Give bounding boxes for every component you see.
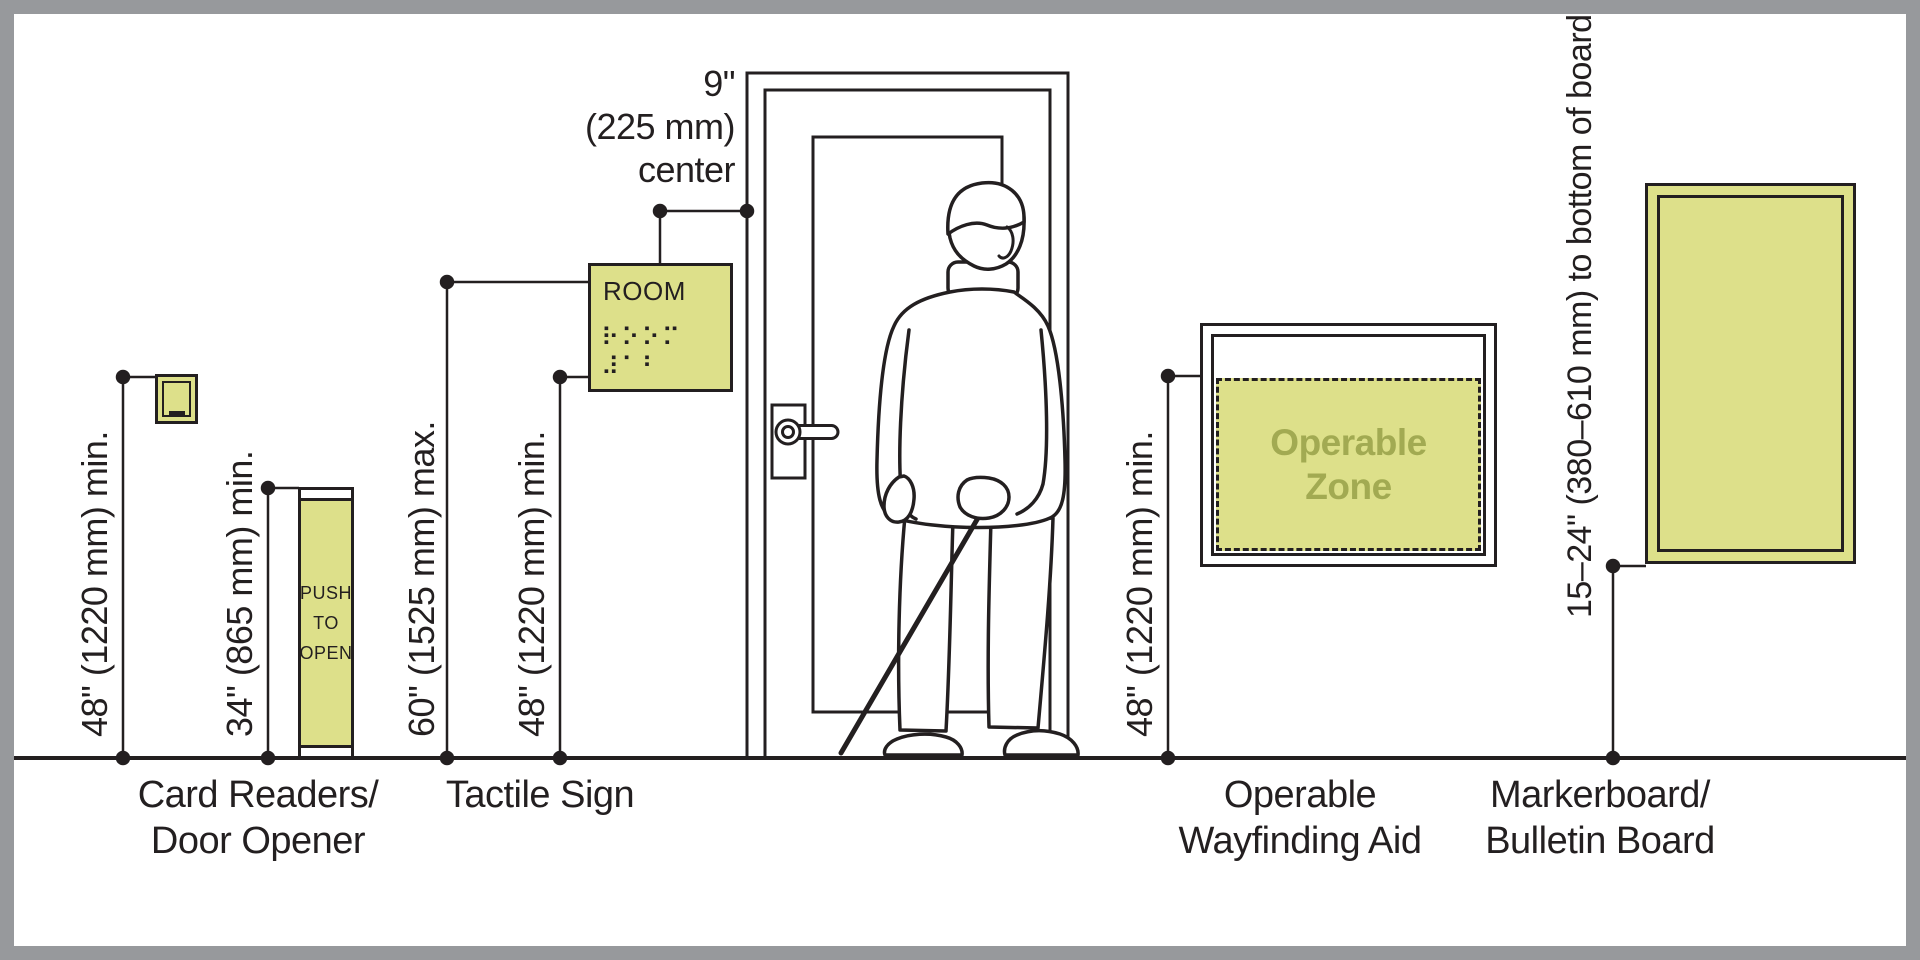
dim-wayfinding-min: 48" (1220 mm) min. (1119, 431, 1160, 737)
operable-zone-label: Operable Zone (1270, 421, 1427, 507)
dim-markerboard-range: 15–24" (380–610 mm) to bottom of board (1561, 14, 1599, 618)
door-opener-label: PUSH TO OPEN (299, 583, 353, 663)
dim-tactile-sign-max: 60" (1525 mm) max. (401, 421, 442, 737)
dimension-lines (115, 203, 1646, 766)
operable-zone: Operable Zone (1216, 378, 1481, 551)
right-shoe (1002, 729, 1080, 757)
tactile-sign: ROOM ⠗⠕⠕⠍ ⠼⠁⠃ (588, 263, 733, 392)
tactile-sign-text: ROOM (603, 276, 686, 306)
label-markerboard: Markerboard/ Bulletin Board (1485, 774, 1715, 862)
door-opener-bollard: PUSH TO OPEN (298, 487, 354, 759)
card-reader-face (162, 381, 191, 417)
person-figure (838, 180, 1080, 757)
label-wayfinding: Operable Wayfinding Aid (1178, 774, 1422, 862)
label-tactile-sign: Tactile Sign (445, 774, 635, 816)
ear (997, 225, 1015, 260)
braille-dots: ⠗⠕⠕⠍ ⠼⠁⠃ (601, 323, 683, 381)
left-hand (882, 474, 916, 524)
wayfinding-aid-screen (1211, 334, 1486, 556)
torso (875, 287, 1067, 530)
hair (946, 180, 1026, 236)
card-slot (168, 411, 185, 415)
right-sleeve-line (1015, 328, 1049, 516)
dim-card-reader-height: 48" (1220 mm) min. (74, 431, 115, 737)
card-reader (155, 374, 198, 424)
door-handle-icon (770, 403, 840, 480)
right-leg (986, 516, 1055, 730)
door-opener-pad: PUSH TO OPEN (299, 498, 353, 748)
dim-door-opener-height: 34" (865 mm) min. (219, 450, 260, 737)
dim-sign-center-offset: 9" (225 mm) center (584, 63, 736, 190)
left-shoe (882, 732, 964, 757)
markerboard-inner-frame (1657, 195, 1844, 552)
label-card-readers: Card Readers/ Door Opener (137, 774, 379, 862)
dim-tactile-sign-min: 48" (1220 mm) min. (511, 431, 552, 737)
markerboard (1645, 183, 1856, 564)
wayfinding-aid: Operable Zone (1200, 323, 1497, 567)
white-cane (838, 484, 999, 756)
left-leg (896, 514, 955, 733)
right-hand (956, 475, 1011, 521)
